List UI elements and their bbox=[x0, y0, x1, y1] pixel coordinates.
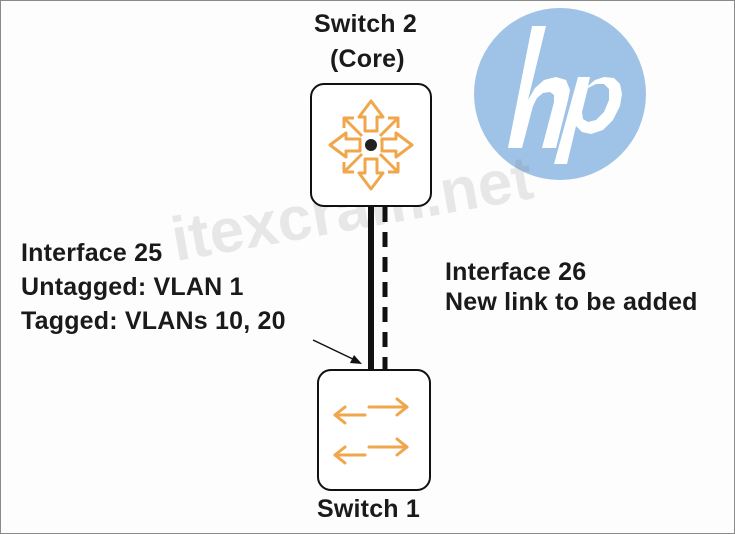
interface26-name: Interface 26 bbox=[445, 258, 587, 286]
access-switch-arrows-icon bbox=[333, 397, 409, 465]
switch2-name: Switch 2 bbox=[314, 10, 418, 38]
interface25-untagged: Untagged: VLAN 1 bbox=[21, 273, 244, 301]
switch2-role: (Core) bbox=[330, 45, 405, 73]
core-switch-arrows-icon bbox=[328, 99, 414, 191]
interface25-name: Interface 25 bbox=[21, 239, 163, 267]
core-switch[interactable] bbox=[310, 83, 432, 207]
interface25-pointer-arrow bbox=[312, 339, 362, 364]
hp-logo bbox=[474, 8, 646, 180]
interface26-description: New link to be added bbox=[445, 288, 698, 316]
access-switch[interactable] bbox=[317, 369, 431, 491]
switch1-name: Switch 1 bbox=[317, 495, 421, 523]
interface25-tagged: Tagged: VLANs 10, 20 bbox=[21, 307, 286, 335]
